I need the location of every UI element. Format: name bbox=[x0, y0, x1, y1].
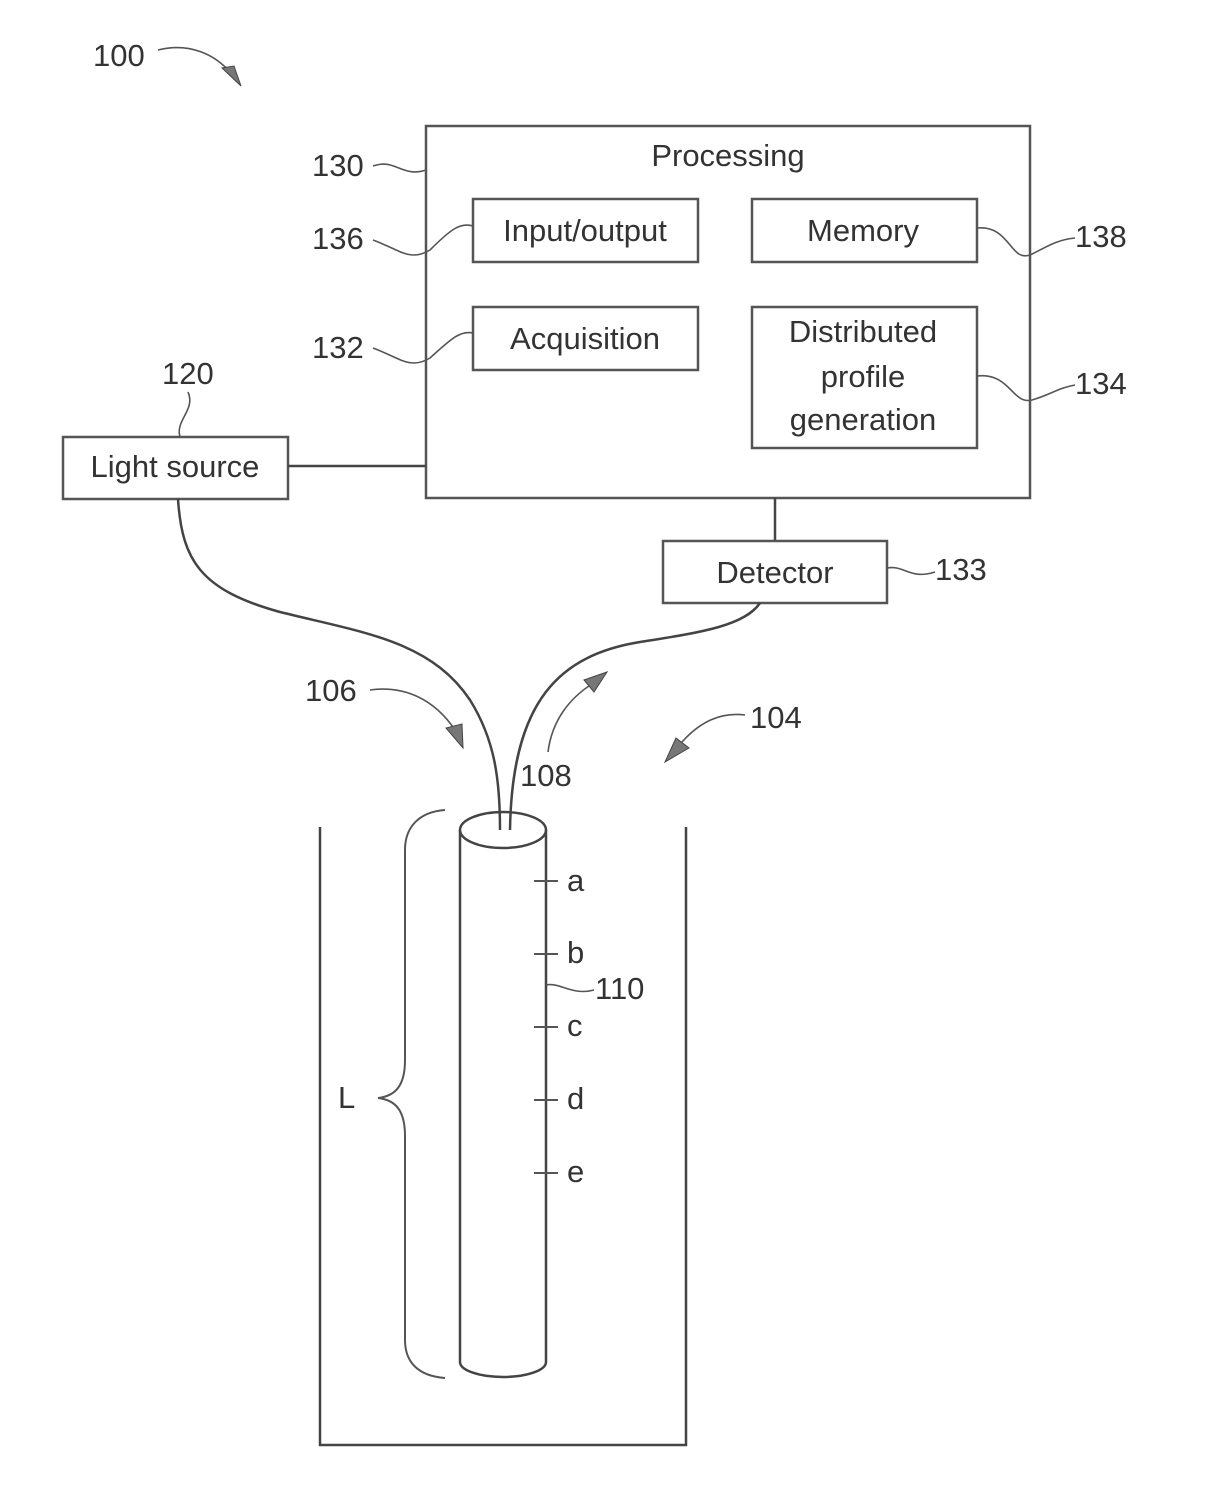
distributed-profile-label-line-1: Distributed bbox=[789, 314, 937, 349]
acquisition-ref-label: 132 bbox=[312, 330, 364, 365]
well-outline bbox=[320, 827, 686, 1445]
sensor-ref-leader bbox=[546, 985, 594, 992]
processing-title: Processing bbox=[651, 138, 804, 173]
memory-ref-label: 138 bbox=[1075, 219, 1127, 254]
distributed-profile-ref-label: 134 bbox=[1075, 366, 1127, 401]
system-ref-leader bbox=[158, 48, 230, 72]
distributed-profile-label-line-2: profile bbox=[821, 359, 905, 394]
sensor-point-label-b: b bbox=[567, 935, 584, 970]
outgoing-fiber-arrowhead bbox=[584, 672, 607, 692]
light-source-ref-label: 120 bbox=[162, 356, 214, 391]
light-source-label: Light source bbox=[91, 449, 260, 484]
distributed-profile-label-line-3: generation bbox=[790, 402, 937, 437]
sensor-ref-label: 110 bbox=[595, 971, 644, 1006]
acquisition-label: Acquisition bbox=[510, 321, 660, 356]
length-brace bbox=[378, 810, 445, 1378]
sensor-cylinder-body bbox=[460, 830, 546, 1377]
incoming-fiber-ref-leader bbox=[370, 689, 455, 730]
sensor-point-label-d: d bbox=[567, 1081, 584, 1116]
incoming-fiber-arrowhead bbox=[446, 724, 463, 748]
memory-label: Memory bbox=[807, 213, 919, 248]
detector-ref-label: 133 bbox=[935, 552, 987, 587]
length-label: L bbox=[338, 1080, 355, 1115]
detector-ref-leader bbox=[887, 568, 935, 575]
incoming-fiber-ref-label: 106 bbox=[305, 673, 357, 708]
outgoing-fiber-ref-label: 108 bbox=[520, 758, 572, 793]
sensor-cylinder-top bbox=[460, 812, 546, 848]
processing-ref-leader bbox=[373, 164, 426, 172]
processing-ref-label: 130 bbox=[312, 148, 364, 183]
sensor-point-label-a: a bbox=[567, 863, 585, 898]
system-ref-label: 100 bbox=[93, 38, 145, 73]
input-output-label: Input/output bbox=[503, 213, 667, 248]
detector-label: Detector bbox=[716, 555, 833, 590]
light-source-ref-leader bbox=[179, 392, 190, 437]
input-output-ref-label: 136 bbox=[312, 221, 364, 256]
incoming-fiber bbox=[178, 499, 500, 830]
system-ref-arrowhead bbox=[222, 66, 241, 86]
well-ref-leader bbox=[682, 714, 745, 742]
well-ref-label: 104 bbox=[750, 700, 802, 735]
well-arrowhead bbox=[665, 738, 689, 762]
sensor-point-label-c: c bbox=[567, 1008, 583, 1043]
sensor-point-label-e: e bbox=[567, 1154, 584, 1189]
outgoing-fiber-ref-leader bbox=[548, 684, 592, 752]
